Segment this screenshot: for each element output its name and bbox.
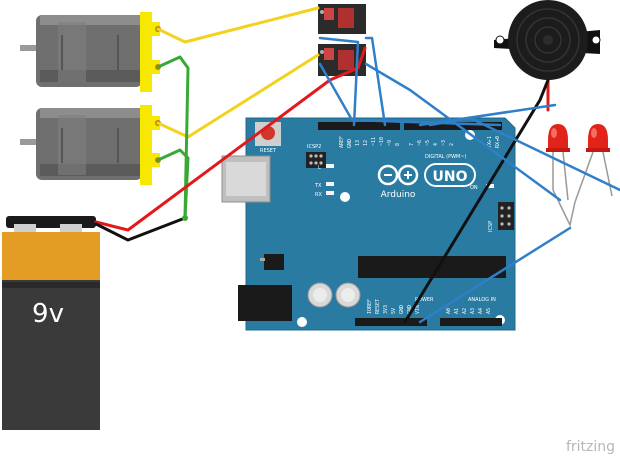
dc-motor-bottom <box>20 105 161 185</box>
icsp2-label: ICSP2 <box>307 144 321 150</box>
wire-black-battery <box>94 216 187 242</box>
wires <box>94 6 620 324</box>
pin-3: ~3 <box>441 140 447 146</box>
pin-13: 13 <box>355 140 361 146</box>
reset-label: RESET <box>260 148 277 154</box>
pin-7: 7 <box>409 143 415 146</box>
power-jack <box>238 285 292 321</box>
pin-rx0: RX◂0 <box>495 136 501 148</box>
pin-tx1: TX▸1 <box>487 136 493 148</box>
battery-9v: 9v <box>2 216 100 430</box>
power-header <box>355 318 502 326</box>
pin-reset: RESET <box>375 299 381 314</box>
icsp-label: ICSP <box>488 221 494 232</box>
pin-a3: A3 <box>470 308 476 314</box>
pin-gnd-top: GND <box>347 139 353 148</box>
uno-text: UNO <box>433 169 468 185</box>
dc-motor-top <box>20 12 161 92</box>
pin-5: ~5 <box>425 140 431 146</box>
pin-gnd2: GND <box>407 305 413 314</box>
pin-4: 4 <box>433 143 439 146</box>
on-label: ON <box>470 185 478 191</box>
arduino-logo <box>377 163 476 187</box>
icsp-header <box>498 202 514 230</box>
pin-a1: A1 <box>454 308 460 314</box>
pin-6: ~6 <box>417 140 423 146</box>
wire-black-buzzer <box>403 78 550 324</box>
wire-red-2 <box>328 46 367 82</box>
digital-header <box>318 122 502 130</box>
wire-blue-4 <box>364 62 562 202</box>
arduino-uno-board: RESET ICSP2 L TX RX ON UNO Arduino <box>221 117 516 331</box>
pin-11: ~11 <box>371 137 377 146</box>
rx-label: RX <box>315 192 322 198</box>
wire-green-1 <box>156 55 190 220</box>
pin-10: ~10 <box>379 137 385 146</box>
pin-gnd1: GND <box>399 305 405 314</box>
wire-green-2 <box>156 148 190 220</box>
atmega-chip <box>358 256 506 278</box>
pin-aref: AREF <box>339 136 345 148</box>
wire-blue-6 <box>428 116 620 192</box>
pin-9: ~9 <box>387 140 393 146</box>
fritzing-watermark: fritzing <box>566 439 615 455</box>
pin-5v: 5V <box>391 308 397 314</box>
pin-12: 12 <box>363 140 369 146</box>
pin-8: 8 <box>395 143 401 146</box>
l-label: L <box>318 165 321 171</box>
wire-blue-gnd <box>418 226 572 324</box>
power-label: POWER <box>415 297 434 303</box>
led-right <box>574 124 613 203</box>
wire-blue-2 <box>364 36 387 127</box>
wire-red-1 <box>94 78 332 232</box>
wire-yellow-1 <box>156 6 320 44</box>
pin-a2: A2 <box>462 308 468 314</box>
analog-label: ANALOG IN <box>468 297 496 303</box>
wire-blue-3 <box>318 62 502 127</box>
pin-vin: VIN <box>415 305 421 314</box>
wire-blue-1 <box>318 36 360 127</box>
pin-3v3: 3V3 <box>383 305 389 314</box>
pin-2: 2 <box>449 143 455 146</box>
battery-label: 9v <box>32 299 64 329</box>
icsp2-header <box>306 152 326 168</box>
piezo-buzzer <box>494 0 601 80</box>
arduino-text: Arduino <box>381 190 416 200</box>
pin-a4: A4 <box>478 308 484 314</box>
led-leg-junction <box>552 189 576 228</box>
pin-a5: A5 <box>486 308 492 314</box>
pin-a0: A0 <box>446 308 452 314</box>
led-left <box>546 124 570 201</box>
pin-ioref: IOREF <box>367 299 373 314</box>
tx-label: TX <box>314 183 322 189</box>
wire-junction <box>182 215 188 221</box>
digital-label: DIGITAL (PWM~) <box>425 154 467 160</box>
